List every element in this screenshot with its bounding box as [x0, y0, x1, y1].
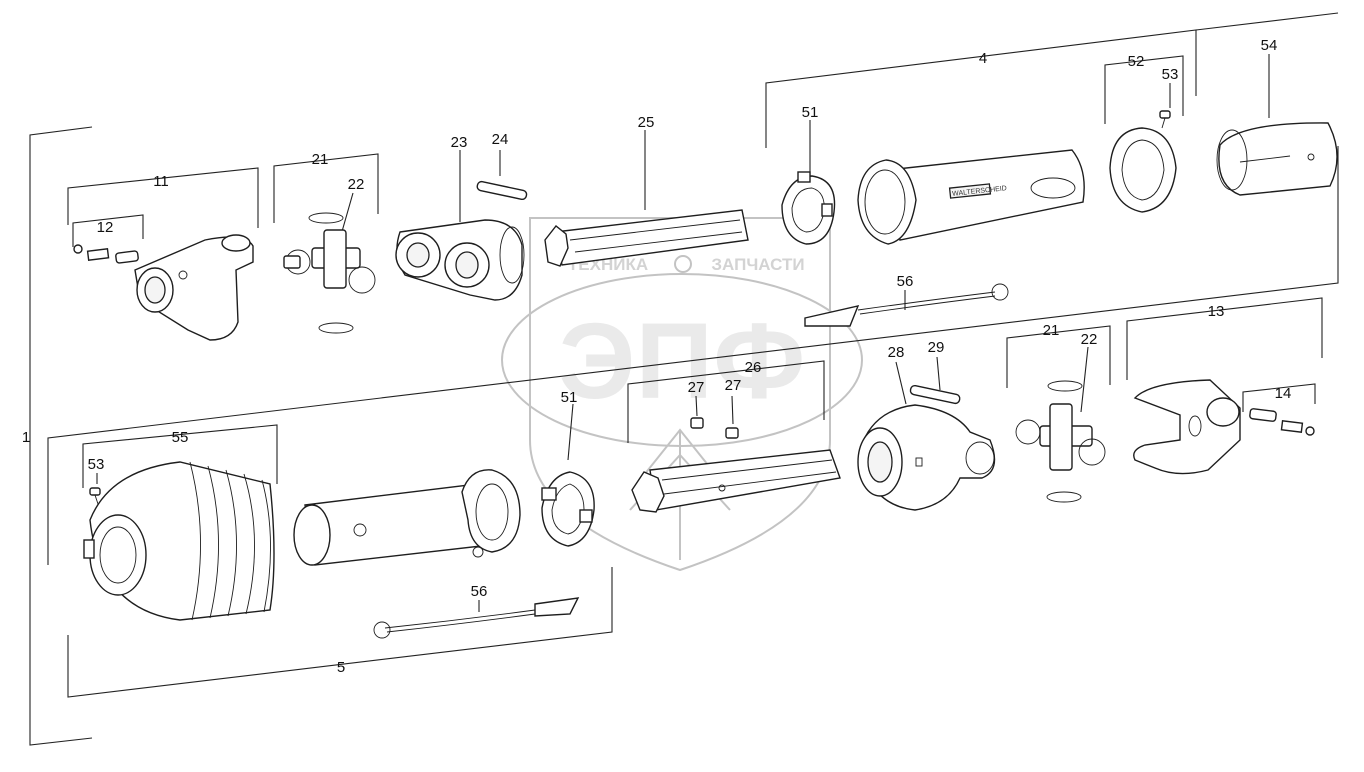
part-56-chain-upper [804, 283, 1009, 327]
part-51-ring-upper [781, 171, 836, 245]
part-25-profile-tube [544, 209, 749, 267]
label-27-a: 27 [688, 379, 705, 396]
part-56-chain-lower [373, 597, 580, 639]
part-labels: 1 4 5 11 12 13 14 21 22 21 22 23 24 25 2… [22, 37, 1292, 676]
label-24: 24 [492, 131, 509, 148]
part-24-pin [476, 180, 528, 201]
part-54-sleeve [1216, 122, 1338, 196]
bracket-lines [29, 12, 1339, 746]
label-29: 29 [928, 339, 945, 356]
label-26: 26 [745, 359, 762, 376]
label-22-upper: 22 [348, 176, 365, 193]
lower-row-parts [83, 379, 1315, 639]
label-51-upper: 51 [802, 104, 819, 121]
label-5: 5 [337, 659, 345, 676]
part-51-ring-lower [541, 471, 595, 547]
part-53-screw-upper [1159, 110, 1171, 129]
label-23: 23 [451, 134, 468, 151]
label-4: 4 [979, 50, 987, 67]
label-55: 55 [172, 429, 189, 446]
part-26-inner-tube [631, 449, 841, 513]
label-25: 25 [638, 114, 655, 131]
label-54: 54 [1261, 37, 1278, 54]
watermark-oval [501, 273, 863, 447]
label-27-b: 27 [725, 377, 742, 394]
label-21-upper: 21 [312, 151, 329, 168]
label-12: 12 [97, 219, 114, 236]
part-52-bearing-ring [1109, 127, 1177, 213]
label-56-lower: 56 [471, 583, 488, 600]
part-5-guard-tube-lower [293, 469, 521, 566]
upper-row-parts: WALTERSCHEID [73, 110, 1338, 341]
label-53-lower: 53 [88, 456, 105, 473]
label-13: 13 [1208, 303, 1225, 320]
part-29-pin [909, 384, 961, 405]
part-23-yoke [395, 219, 525, 301]
watermark-logo: ЭПФ [559, 300, 806, 421]
label-53-upper: 53 [1162, 66, 1179, 83]
part-14-bolt-set [1249, 408, 1315, 436]
label-28: 28 [888, 344, 905, 361]
part-12-bolt-set [73, 244, 139, 264]
part-21-cross-lower [1015, 380, 1106, 503]
watermark-text-right: ЗАПЧАСТИ [711, 255, 804, 274]
label-56-upper: 56 [897, 273, 914, 290]
part-11-yoke [134, 234, 254, 341]
part-13-yoke [1133, 379, 1241, 475]
label-52: 52 [1128, 53, 1145, 70]
part-27-grease-nipples [690, 417, 739, 439]
label-22-lower: 22 [1081, 331, 1098, 348]
part-21-cross-upper [283, 212, 376, 334]
label-1-upper: 1 [22, 429, 30, 446]
part-55-bellows [83, 461, 275, 621]
part-28-coupling-yoke [857, 404, 996, 511]
gear-icon [674, 255, 692, 273]
part-4-guard-tube: WALTERSCHEID [857, 149, 1085, 245]
label-11: 11 [153, 173, 169, 190]
part-53-screw-lower [89, 487, 101, 505]
label-21-lower: 21 [1043, 322, 1060, 339]
label-51-lower: 51 [561, 389, 578, 406]
label-14: 14 [1275, 385, 1292, 402]
